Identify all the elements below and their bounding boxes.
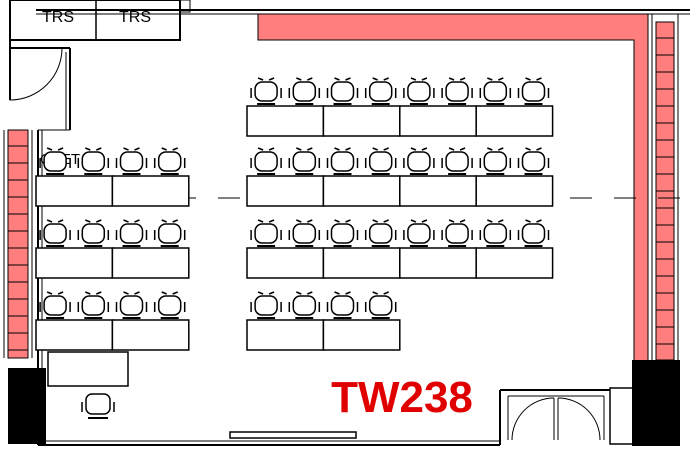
chair-icon (364, 291, 397, 319)
desk (322, 319, 401, 351)
seating-area (35, 77, 554, 351)
desk (475, 247, 554, 279)
chair-icon (288, 291, 321, 319)
chair-icon (517, 219, 550, 247)
desk (35, 247, 114, 279)
chair-icon (250, 219, 282, 247)
desk (322, 175, 401, 207)
desk (246, 175, 325, 207)
chair-icon (441, 77, 473, 105)
door-swing-icon (557, 397, 601, 441)
instructor-station (47, 351, 129, 419)
chair-icon (250, 147, 282, 175)
desk (35, 319, 114, 351)
column-left (8, 368, 46, 444)
chair-icon (479, 147, 512, 175)
column-right (632, 360, 680, 446)
chair-icon (250, 77, 282, 105)
chair-icon (403, 219, 435, 247)
desk (111, 247, 190, 279)
chair-icon (364, 77, 397, 105)
chair-icon (153, 291, 186, 319)
door-swing-icon (511, 397, 555, 441)
desk (246, 247, 325, 279)
desk (475, 105, 554, 137)
chair-icon (288, 219, 321, 247)
chair-icon (288, 147, 321, 175)
trs-label-2: TRS (119, 9, 151, 26)
chair-icon (115, 219, 148, 247)
chair-icon (364, 219, 397, 247)
right-window (651, 14, 679, 361)
door-swing-icon (9, 47, 63, 101)
desk (111, 175, 190, 207)
room-label: TW238 (331, 373, 473, 422)
chair-icon (115, 291, 148, 319)
whiteboard-tray (229, 431, 357, 439)
left-window (3, 129, 33, 359)
desk (475, 175, 554, 207)
chair-icon (77, 291, 110, 319)
chair-icon (39, 219, 71, 247)
window-icon (7, 129, 29, 359)
chair-icon (479, 77, 512, 105)
chair-icon (39, 291, 71, 319)
desk (399, 175, 477, 207)
desk (399, 105, 477, 137)
desk (322, 105, 401, 137)
chair-icon (81, 393, 115, 419)
chair-icon (77, 147, 110, 175)
chair-icon (77, 219, 110, 247)
chair-icon (39, 147, 71, 175)
chair-icon (517, 77, 550, 105)
desk (35, 175, 114, 207)
chair-icon (364, 147, 397, 175)
desk (111, 319, 190, 351)
chair-icon (115, 147, 148, 175)
desk (246, 319, 325, 351)
chair-icon (517, 147, 550, 175)
chair-icon (288, 77, 321, 105)
chair-icon (153, 219, 186, 247)
entry-doors (499, 389, 610, 445)
trs-closet (9, 0, 191, 130)
desk (399, 247, 477, 279)
trs-label-1: TRS (42, 9, 74, 26)
chair-icon (403, 147, 435, 175)
chair-icon (153, 147, 186, 175)
chair-icon (326, 291, 359, 319)
chair-icon (326, 147, 359, 175)
chair-icon (441, 147, 473, 175)
chair-icon (479, 219, 512, 247)
chair-icon (441, 219, 473, 247)
chair-icon (326, 77, 359, 105)
desk (322, 247, 401, 279)
chair-icon (326, 219, 359, 247)
chair-icon (250, 291, 282, 319)
chair-icon (403, 77, 435, 105)
desk (246, 105, 325, 137)
